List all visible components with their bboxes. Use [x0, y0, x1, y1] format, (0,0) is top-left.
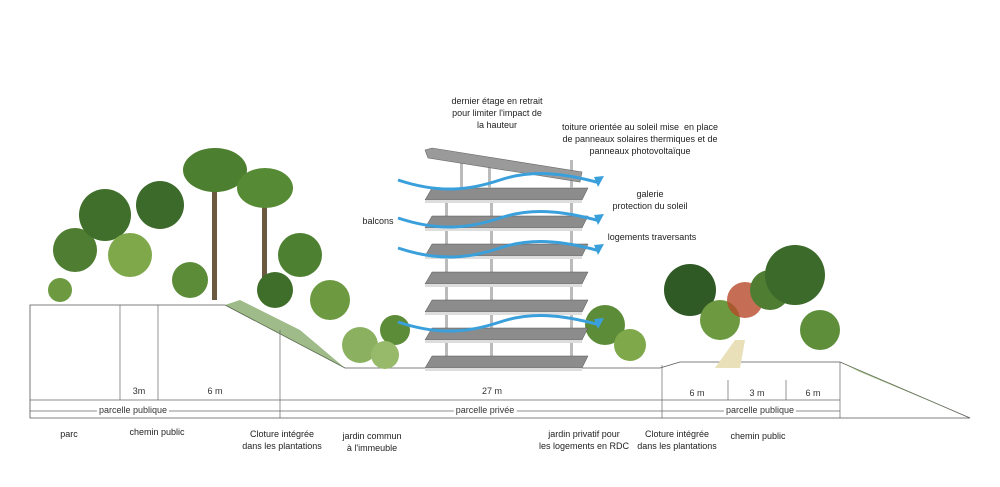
- slope-planting-left: [225, 300, 345, 368]
- column: [490, 315, 493, 328]
- slab-edge: [425, 228, 582, 231]
- column: [490, 231, 493, 244]
- column: [570, 287, 573, 300]
- column: [490, 203, 493, 216]
- vegetation-left: [48, 148, 410, 369]
- column: [488, 160, 491, 188]
- column: [490, 343, 493, 356]
- airflow-arrow: [397, 172, 601, 191]
- column: [490, 259, 493, 272]
- column: [445, 231, 448, 244]
- vegetation-right: [585, 245, 840, 368]
- dimension-left-3m: 3m: [132, 386, 146, 396]
- column: [445, 343, 448, 356]
- column: [570, 231, 573, 244]
- zone-private-garden: jardin privatif pour les logements en RD…: [538, 429, 630, 451]
- airflow-arrows: [397, 172, 604, 333]
- roof: [424, 147, 583, 183]
- dimension-center-27m: 27 m: [481, 386, 503, 396]
- annotation-balconies: balcons: [362, 216, 394, 226]
- airflow-arrowhead: [594, 244, 604, 255]
- annotation-gallery: galerie protection du soleil: [612, 189, 688, 211]
- airflow-arrow: [397, 314, 601, 333]
- zone-fence-right: Cloture intégrée dans les plantations: [637, 429, 717, 451]
- slab-edge: [425, 368, 582, 371]
- zone-fence-left: Cloture intégrée dans les plantations: [242, 429, 322, 451]
- building: [424, 147, 589, 371]
- column: [570, 259, 573, 272]
- column: [445, 315, 448, 328]
- zone-public-path-right: chemin public: [730, 431, 786, 441]
- slab-edge: [425, 256, 582, 259]
- dimension-right-6m-b: 6 m: [805, 388, 821, 398]
- column: [445, 287, 448, 300]
- column: [570, 315, 573, 328]
- dimension-left-6m: 6 m: [207, 386, 223, 396]
- floor-slab: [424, 299, 589, 313]
- floor-slab: [424, 355, 589, 369]
- airflow-arrowhead: [594, 214, 604, 225]
- column: [570, 343, 573, 356]
- parcel-right: parcelle publique: [723, 405, 797, 415]
- slab-edge: [425, 340, 582, 343]
- column: [490, 287, 493, 300]
- column: [460, 160, 463, 188]
- zone-public-path-left: chemin public: [129, 427, 185, 437]
- column: [445, 203, 448, 216]
- slab-edge: [425, 284, 582, 287]
- dimension-right-6m-a: 6 m: [689, 388, 705, 398]
- annotation-through-units: logements traversants: [607, 232, 697, 242]
- slab-edge: [425, 312, 582, 315]
- airflow-arrowhead: [594, 176, 604, 187]
- parcel-center: parcelle privée: [453, 405, 517, 415]
- slab-edge: [425, 200, 582, 203]
- zone-parc: parc: [60, 429, 78, 439]
- column: [570, 203, 573, 216]
- parcel-left: parcelle publique: [96, 405, 170, 415]
- airflow-arrow: [397, 240, 601, 259]
- airflow-arrowhead: [594, 318, 604, 329]
- floor-slab: [424, 271, 589, 285]
- airflow-arrow: [397, 210, 601, 229]
- column: [445, 259, 448, 272]
- dimension-right-3m: 3 m: [749, 388, 765, 398]
- annotation-roof: toiture orientée au soleil mise en place…: [561, 122, 719, 156]
- zone-shared-garden: jardin commun à l'immeuble: [342, 431, 402, 453]
- annotation-top-floor: dernier étage en retrait pour limiter l'…: [451, 96, 543, 130]
- slope-planting-right: [840, 362, 970, 418]
